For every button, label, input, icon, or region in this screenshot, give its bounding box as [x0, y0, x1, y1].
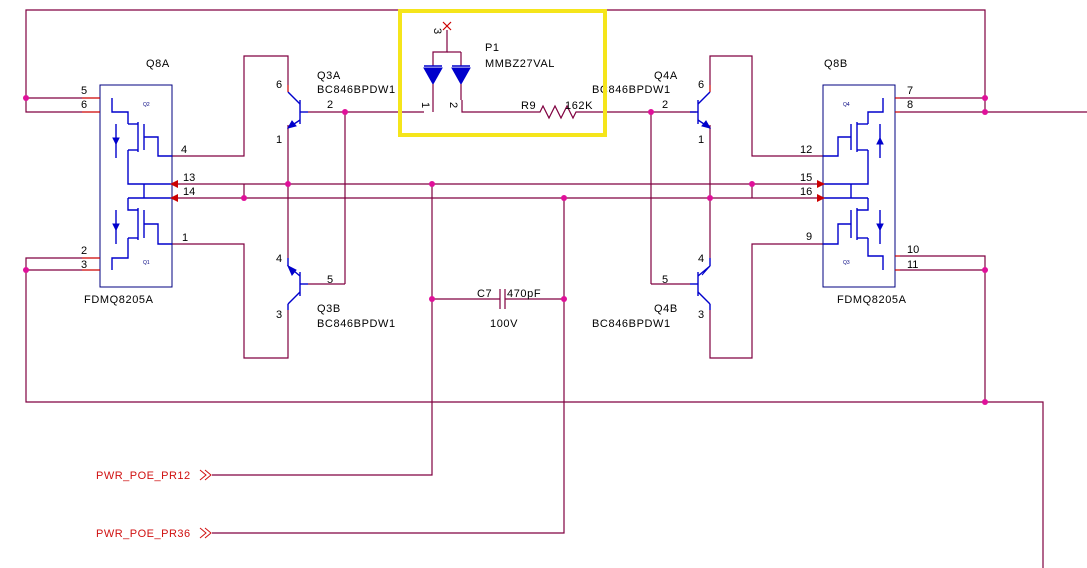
q3b-transistor: 4 5 3 Q3B BC846BPDW1 [276, 253, 396, 330]
q8b-internal-label-lower: Q3 [843, 260, 850, 266]
q8a-pin-13: 13 [183, 172, 195, 184]
p1-pin-3: 3 [431, 28, 443, 34]
q8a-pin-3: 3 [81, 259, 87, 271]
c7-capacitor: C7 470pF 100V [477, 288, 541, 330]
q4a-transistor: 6 2 1 Q4A BC846BPDW1 [592, 70, 712, 146]
q8a-internal-label-lower: Q1 [143, 260, 150, 266]
q3a-pin-1: 1 [276, 134, 282, 146]
q3a-ref-label: Q3A [317, 70, 341, 82]
q4a-ref-label: Q4A [654, 70, 678, 82]
q3b-ref-label: Q3B [317, 303, 341, 315]
q4a-pin-2: 2 [662, 99, 668, 111]
net-labels: PWR_POE_PR12 PWR_POE_PR36 [96, 469, 212, 540]
q8b-pin-10: 10 [907, 244, 919, 256]
q4a-pin-1: 1 [698, 134, 704, 146]
p1-tvs-diode: 3 1 2 P1 MMBZ27VAL [419, 21, 555, 112]
r9-resistor: R9 162K [521, 100, 593, 120]
c7-ref-label: C7 [477, 288, 492, 300]
highlight-box [398, 9, 607, 137]
wires [25, 9, 1087, 568]
q8a-part-label: FDMQ8205A [84, 294, 154, 306]
q8b-internal-label-upper: Q4 [843, 102, 850, 108]
q8a-internal-label-upper: Q2 [143, 102, 150, 108]
q4a-pin-6: 6 [698, 79, 704, 91]
q4b-ref-label: Q4B [654, 303, 678, 315]
q8a-pin-1: 1 [182, 232, 188, 244]
q8b-pin-11: 11 [907, 259, 918, 271]
q8b-pin-8: 8 [907, 99, 913, 111]
q4a-part-label: BC846BPDW1 [592, 84, 671, 96]
q8a-ref-label: Q8A [146, 58, 170, 70]
q3a-pin-2: 2 [327, 99, 333, 111]
q8b-pin-16: 16 [800, 186, 812, 198]
net-label-pwr-poe-pr36: PWR_POE_PR36 [96, 528, 191, 540]
c7-value-label: 470pF [507, 288, 541, 300]
q8a-pin-4: 4 [181, 144, 187, 156]
q4b-transistor: 4 5 3 Q4B BC846BPDW1 [592, 253, 711, 330]
net-label-pwr-poe-pr12: PWR_POE_PR12 [96, 470, 191, 482]
q8b-pin-7: 7 [907, 85, 913, 97]
q8a-pin-5: 5 [81, 85, 87, 97]
q8b-pin-15: 15 [800, 172, 812, 184]
q8b-pin-12: 12 [800, 144, 812, 156]
q3b-pin-5: 5 [327, 274, 333, 286]
q8a-pin-14: 14 [183, 186, 195, 198]
r9-ref-label: R9 [521, 100, 536, 112]
p1-pin-1: 1 [419, 102, 431, 108]
r9-value-label: 162K [565, 100, 593, 112]
q3b-pin-4: 4 [276, 253, 282, 265]
q3a-pin-6: 6 [276, 79, 282, 91]
p1-pin-2: 2 [447, 102, 459, 108]
q8b-pin-9: 9 [806, 231, 812, 243]
p1-ref-label: P1 [485, 42, 500, 54]
q3b-part-label: BC846BPDW1 [317, 318, 396, 330]
q8a-mosfet: Q2 Q1 5 6 4 13 14 2 3 1 Q8A FDMQ8205A [81, 58, 195, 306]
q3b-pin-3: 3 [276, 309, 282, 321]
q8b-mosfet: Q4 Q3 7 8 12 15 16 9 10 11 Q8B FDMQ8205A [800, 58, 919, 306]
q4b-pin-3: 3 [698, 309, 704, 321]
q3a-part-label: BC846BPDW1 [317, 84, 396, 96]
q8b-ref-label: Q8B [824, 58, 848, 70]
c7-voltage-label: 100V [490, 318, 518, 330]
q8a-pin-6: 6 [81, 99, 87, 111]
q4b-pin-5: 5 [662, 274, 668, 286]
junctions [23, 95, 988, 405]
q3a-transistor: 6 2 1 Q3A BC846BPDW1 [276, 70, 396, 146]
q4b-pin-4: 4 [698, 253, 704, 265]
q8b-part-label: FDMQ8205A [837, 294, 907, 306]
q4b-part-label: BC846BPDW1 [592, 318, 671, 330]
q8a-pin-2: 2 [81, 245, 87, 257]
p1-part-label: MMBZ27VAL [485, 58, 555, 70]
